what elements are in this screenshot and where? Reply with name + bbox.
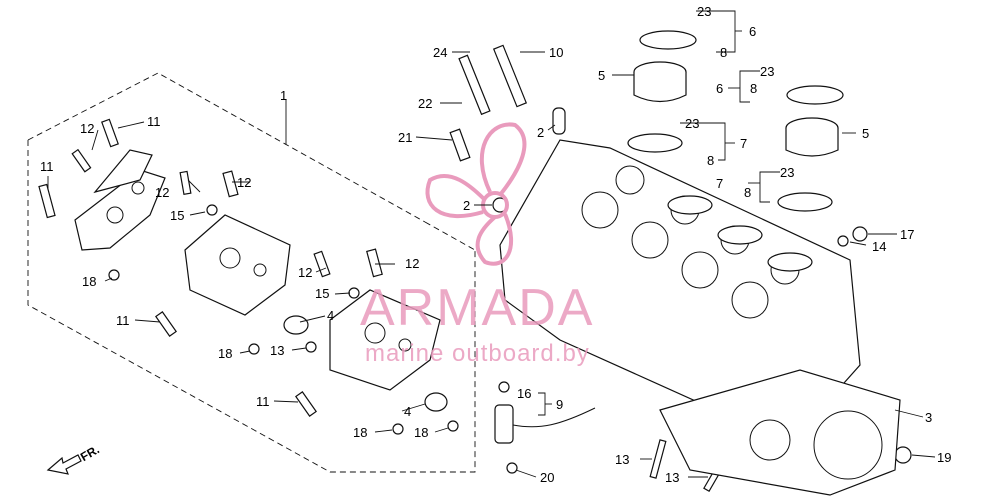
callout-16: 16 <box>517 386 532 401</box>
callout-23: 23 <box>685 116 700 131</box>
watermark-propeller <box>425 122 527 266</box>
callout-6: 6 <box>716 81 724 96</box>
callout-20: 20 <box>540 470 555 485</box>
callout-11: 11 <box>40 159 54 174</box>
callout-23: 23 <box>760 64 775 79</box>
callout-6: 6 <box>749 24 757 39</box>
callout-7: 7 <box>716 176 724 191</box>
camshaft-holder-center <box>184 214 448 412</box>
callout-18: 18 <box>353 425 368 440</box>
callout-13: 13 <box>270 343 285 358</box>
callout-7: 7 <box>740 136 748 151</box>
camshaft-holder-left <box>74 149 166 251</box>
callout-9: 9 <box>556 397 564 412</box>
callout-12: 12 <box>237 175 252 190</box>
callout-12: 12 <box>298 265 313 280</box>
callout-8: 8 <box>750 81 758 96</box>
callout-11: 11 <box>256 394 270 409</box>
callout-4: 4 <box>327 308 335 323</box>
leader-lines <box>47 10 936 478</box>
callout-24: 24 <box>433 45 448 60</box>
front-direction-arrow <box>46 454 82 475</box>
watermark-subtitle: marine outboard.by <box>365 340 590 367</box>
callout-5: 5 <box>598 68 606 83</box>
callout-23: 23 <box>780 165 795 180</box>
callout-8: 8 <box>744 185 752 200</box>
callout-18: 18 <box>218 346 233 361</box>
callout-12: 12 <box>155 185 170 200</box>
cylinder-head <box>499 139 861 431</box>
callout-13: 13 <box>665 470 680 485</box>
callout-11: 11 <box>147 114 161 129</box>
callout-4: 4 <box>404 404 412 419</box>
callout-5: 5 <box>862 126 870 141</box>
callout-2: 2 <box>463 198 471 213</box>
callout-10: 10 <box>549 45 564 60</box>
callout-22: 22 <box>418 96 433 111</box>
intake-insulators <box>627 30 844 212</box>
callout-19: 19 <box>937 450 952 465</box>
callout-11: 11 <box>116 313 130 328</box>
callout-1: 1 <box>280 88 288 103</box>
callout-12: 12 <box>80 121 95 136</box>
callout-12: 12 <box>405 256 420 271</box>
callout-15: 15 <box>170 208 185 223</box>
bolts <box>38 44 912 493</box>
callout-15: 15 <box>315 286 330 301</box>
callout-13: 13 <box>615 452 630 467</box>
assembly-outline <box>27 72 476 473</box>
callout-14: 14 <box>872 239 887 254</box>
callout-18: 18 <box>82 274 97 289</box>
callout-21: 21 <box>398 130 413 145</box>
callout-3: 3 <box>925 410 933 425</box>
callout-17: 17 <box>900 227 915 242</box>
callout-2: 2 <box>537 125 545 140</box>
callout-23: 23 <box>697 4 712 19</box>
callout-8: 8 <box>720 45 728 60</box>
callout-18: 18 <box>414 425 429 440</box>
watermark-brand: ARMADA <box>360 279 595 337</box>
callout-8: 8 <box>707 153 715 168</box>
head-gasket <box>659 369 901 496</box>
